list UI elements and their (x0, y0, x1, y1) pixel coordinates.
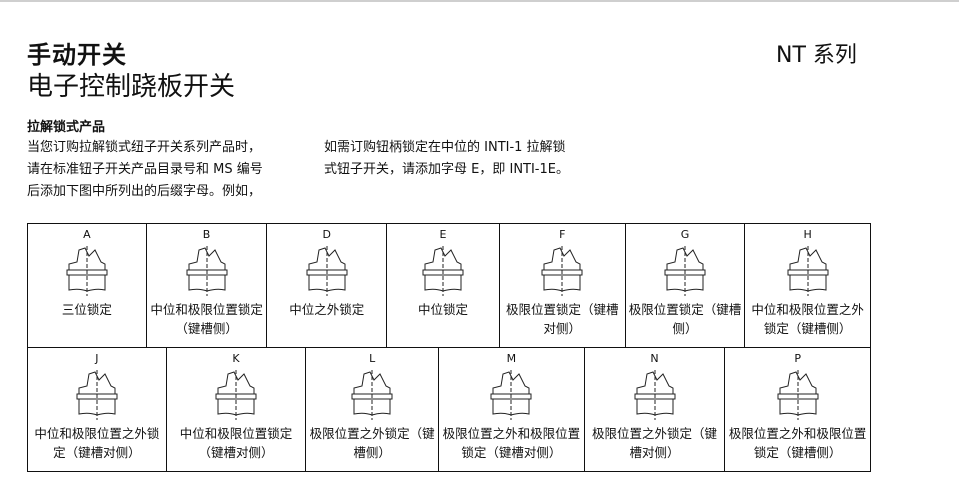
toggle-lock-diagram-icon (664, 246, 706, 296)
text-line: 后添加下图中所列出的后缀字母。例如， (27, 184, 262, 199)
suffix-label: 中位锁定 (418, 302, 469, 317)
suffix-table-row-2: J 中位和极限位置之外锁定（键槽对侧） K 中位和极限位置锁定（键槽对侧） L 极限位置之… (27, 347, 871, 472)
suffix-label: 极限位置之外和极限位置锁定（键槽侧） (728, 426, 867, 460)
text-line: 如需订购钮柄锁定在中位的 INTI-1 拉解锁 (324, 140, 566, 155)
suffix-cell-k: K 中位和极限位置锁定（键槽对侧） (167, 348, 307, 471)
suffix-label: 中位和极限位置之外锁定（键槽侧） (751, 302, 864, 336)
suffix-code: M (506, 352, 517, 365)
suffix-code: G (680, 228, 690, 241)
suffix-cell-d: D 中位之外锁定 (267, 224, 388, 347)
suffix-cell-p: P 极限位置之外和极限位置锁定（键槽侧） (725, 348, 870, 471)
suffix-code: K (232, 352, 240, 365)
suffix-cell-n: N 极限位置之外锁定（键槽对侧） (585, 348, 726, 471)
section-heading: 拉解锁式产品 (27, 120, 106, 135)
suffix-label: 极限位置锁定（键槽对侧） (505, 302, 619, 336)
suffix-code: L (369, 352, 376, 365)
text-line: 式钮子开关，请添加字母 E，即 INTI-1E。 (324, 162, 569, 177)
suffix-code: F (559, 228, 566, 241)
suffix-cell-l: L 极限位置之外锁定（键槽侧） (306, 348, 440, 471)
toggle-lock-diagram-icon (186, 246, 228, 296)
toggle-lock-diagram-icon (215, 370, 257, 420)
toggle-lock-diagram-icon (787, 246, 829, 296)
suffix-label: 中位之外锁定 (289, 302, 365, 317)
toggle-lock-diagram-icon (541, 246, 583, 296)
text-line: 请在标准钮子开关产品目录号和 MS 编号 (27, 162, 263, 177)
toggle-lock-diagram-icon (634, 370, 676, 420)
toggle-lock-diagram-icon (306, 246, 348, 296)
toggle-lock-diagram-icon (76, 370, 118, 420)
suffix-code: E (439, 228, 447, 241)
suffix-code: N (650, 352, 659, 365)
suffix-label: 极限位置锁定（键槽侧） (628, 302, 742, 336)
suffix-code: H (803, 228, 812, 241)
suffix-label: 中位和极限位置锁定（键槽对侧） (179, 426, 293, 460)
paragraph-right: 如需订购钮柄锁定在中位的 INTI-1 拉解锁 式钮子开关，请添加字母 E，即 … (324, 137, 569, 181)
suffix-cell-h: H 中位和极限位置之外锁定（键槽侧） (745, 224, 870, 347)
suffix-label: 三位锁定 (61, 302, 112, 317)
suffix-code: D (322, 228, 332, 241)
suffix-cell-j: J 中位和极限位置之外锁定（键槽对侧） (28, 348, 167, 471)
suffix-cell-f: F 极限位置锁定（键槽对侧） (500, 224, 626, 347)
toggle-lock-diagram-icon (422, 246, 464, 296)
toggle-lock-diagram-icon (66, 246, 108, 296)
toggle-lock-diagram-icon (351, 370, 393, 420)
suffix-label: 极限位置之外锁定（键槽侧） (309, 426, 435, 460)
suffix-label: 中位和极限位置之外锁定（键槽对侧） (34, 426, 160, 460)
page-title-bold: 手动开关 (27, 41, 127, 69)
suffix-cell-b: B 中位和极限位置锁定（键槽侧） (147, 224, 268, 347)
suffix-cell-a: A 三位锁定 (28, 224, 147, 347)
suffix-label: 极限位置之外和极限位置锁定（键槽对侧） (442, 426, 581, 460)
toggle-lock-diagram-icon (777, 370, 819, 420)
suffix-code: J (95, 352, 99, 365)
paragraph-left: 当您订购拉解锁式纽子开关系列产品时， 请在标准钮子开关产品目录号和 MS 编号 … (27, 137, 263, 203)
suffix-label: 极限位置之外锁定（键槽对侧） (592, 426, 718, 460)
suffix-cell-g: G 极限位置锁定（键槽侧） (626, 224, 746, 347)
suffix-cell-e: E 中位锁定 (387, 224, 500, 347)
suffix-code: A (83, 228, 91, 241)
page-title: 电子控制跷板开关 (27, 72, 236, 102)
series-label: NT 系列 (776, 43, 857, 68)
suffix-table-row-1: A 三位锁定 B 中位和极限位置锁定（键槽侧） D 中位之外锁定 E 中位锁定 F 极限位置锁定（… (27, 223, 871, 348)
text-line: 当您订购拉解锁式纽子开关系列产品时， (27, 140, 262, 155)
top-divider (0, 0, 959, 2)
suffix-code: P (794, 352, 801, 365)
suffix-code: B (202, 228, 211, 241)
suffix-cell-m: M 极限位置之外和极限位置锁定（键槽对侧） (439, 348, 585, 471)
suffix-label: 中位和极限位置锁定（键槽侧） (150, 302, 263, 336)
toggle-lock-diagram-icon (490, 370, 532, 420)
